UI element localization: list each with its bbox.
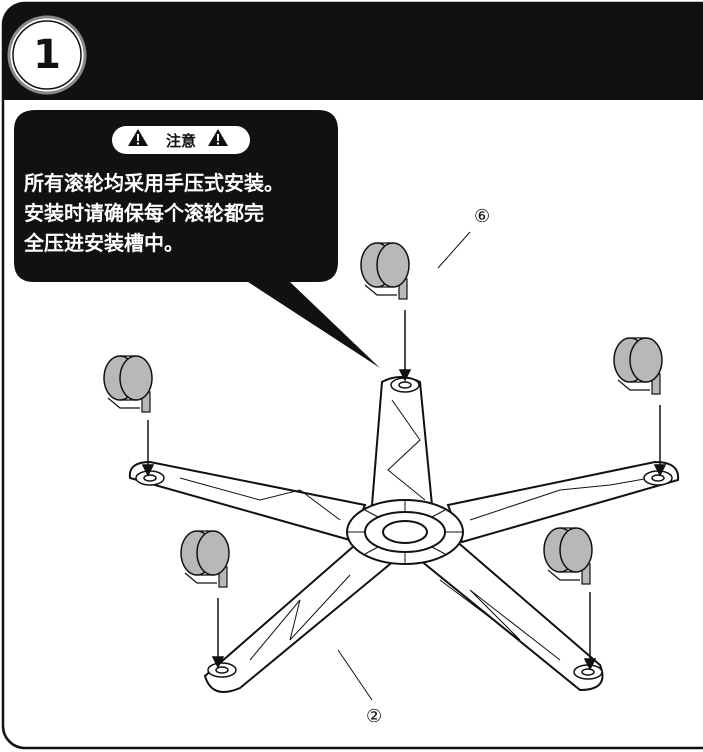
caution-heading: 注意: [116, 128, 246, 152]
caster-wheel: [180, 530, 230, 588]
warning-line: 全压进安装槽中。: [24, 231, 184, 255]
caster-part-label: ⑥: [474, 206, 491, 227]
warning-line: 所有滚轮均采用手压式安装。: [24, 171, 284, 195]
caster-wheel: [613, 337, 663, 395]
warning-triangle-icon: [128, 129, 148, 146]
leg-facets: [179, 399, 651, 661]
caster-wheel: [543, 527, 593, 585]
step-badge: [7, 15, 87, 95]
warning-text: 所有滚轮均采用手压式安装。 安装时请确保每个滚轮都完 全压进安装槽中。: [24, 168, 344, 258]
caster-wheel: [103, 355, 153, 413]
caster-leader-line: [437, 231, 471, 269]
casters: [103, 242, 663, 588]
warning-triangle-icon: [208, 129, 228, 146]
base-leader-line: [337, 649, 373, 701]
warning-callout: [14, 110, 380, 368]
warning-line: 安装时请确保每个滚轮都完: [24, 201, 264, 225]
step-number: 1: [33, 32, 61, 78]
caution-pill: [112, 126, 250, 154]
caster-wheel: [360, 242, 410, 300]
base-part-label: ②: [366, 706, 383, 727]
caster-sockets: [135, 377, 673, 680]
header-bar: [3, 3, 703, 100]
hub-detail: [347, 500, 463, 564]
insert-arrows: [141, 310, 667, 671]
caution-heading-text: 注意: [165, 131, 196, 150]
